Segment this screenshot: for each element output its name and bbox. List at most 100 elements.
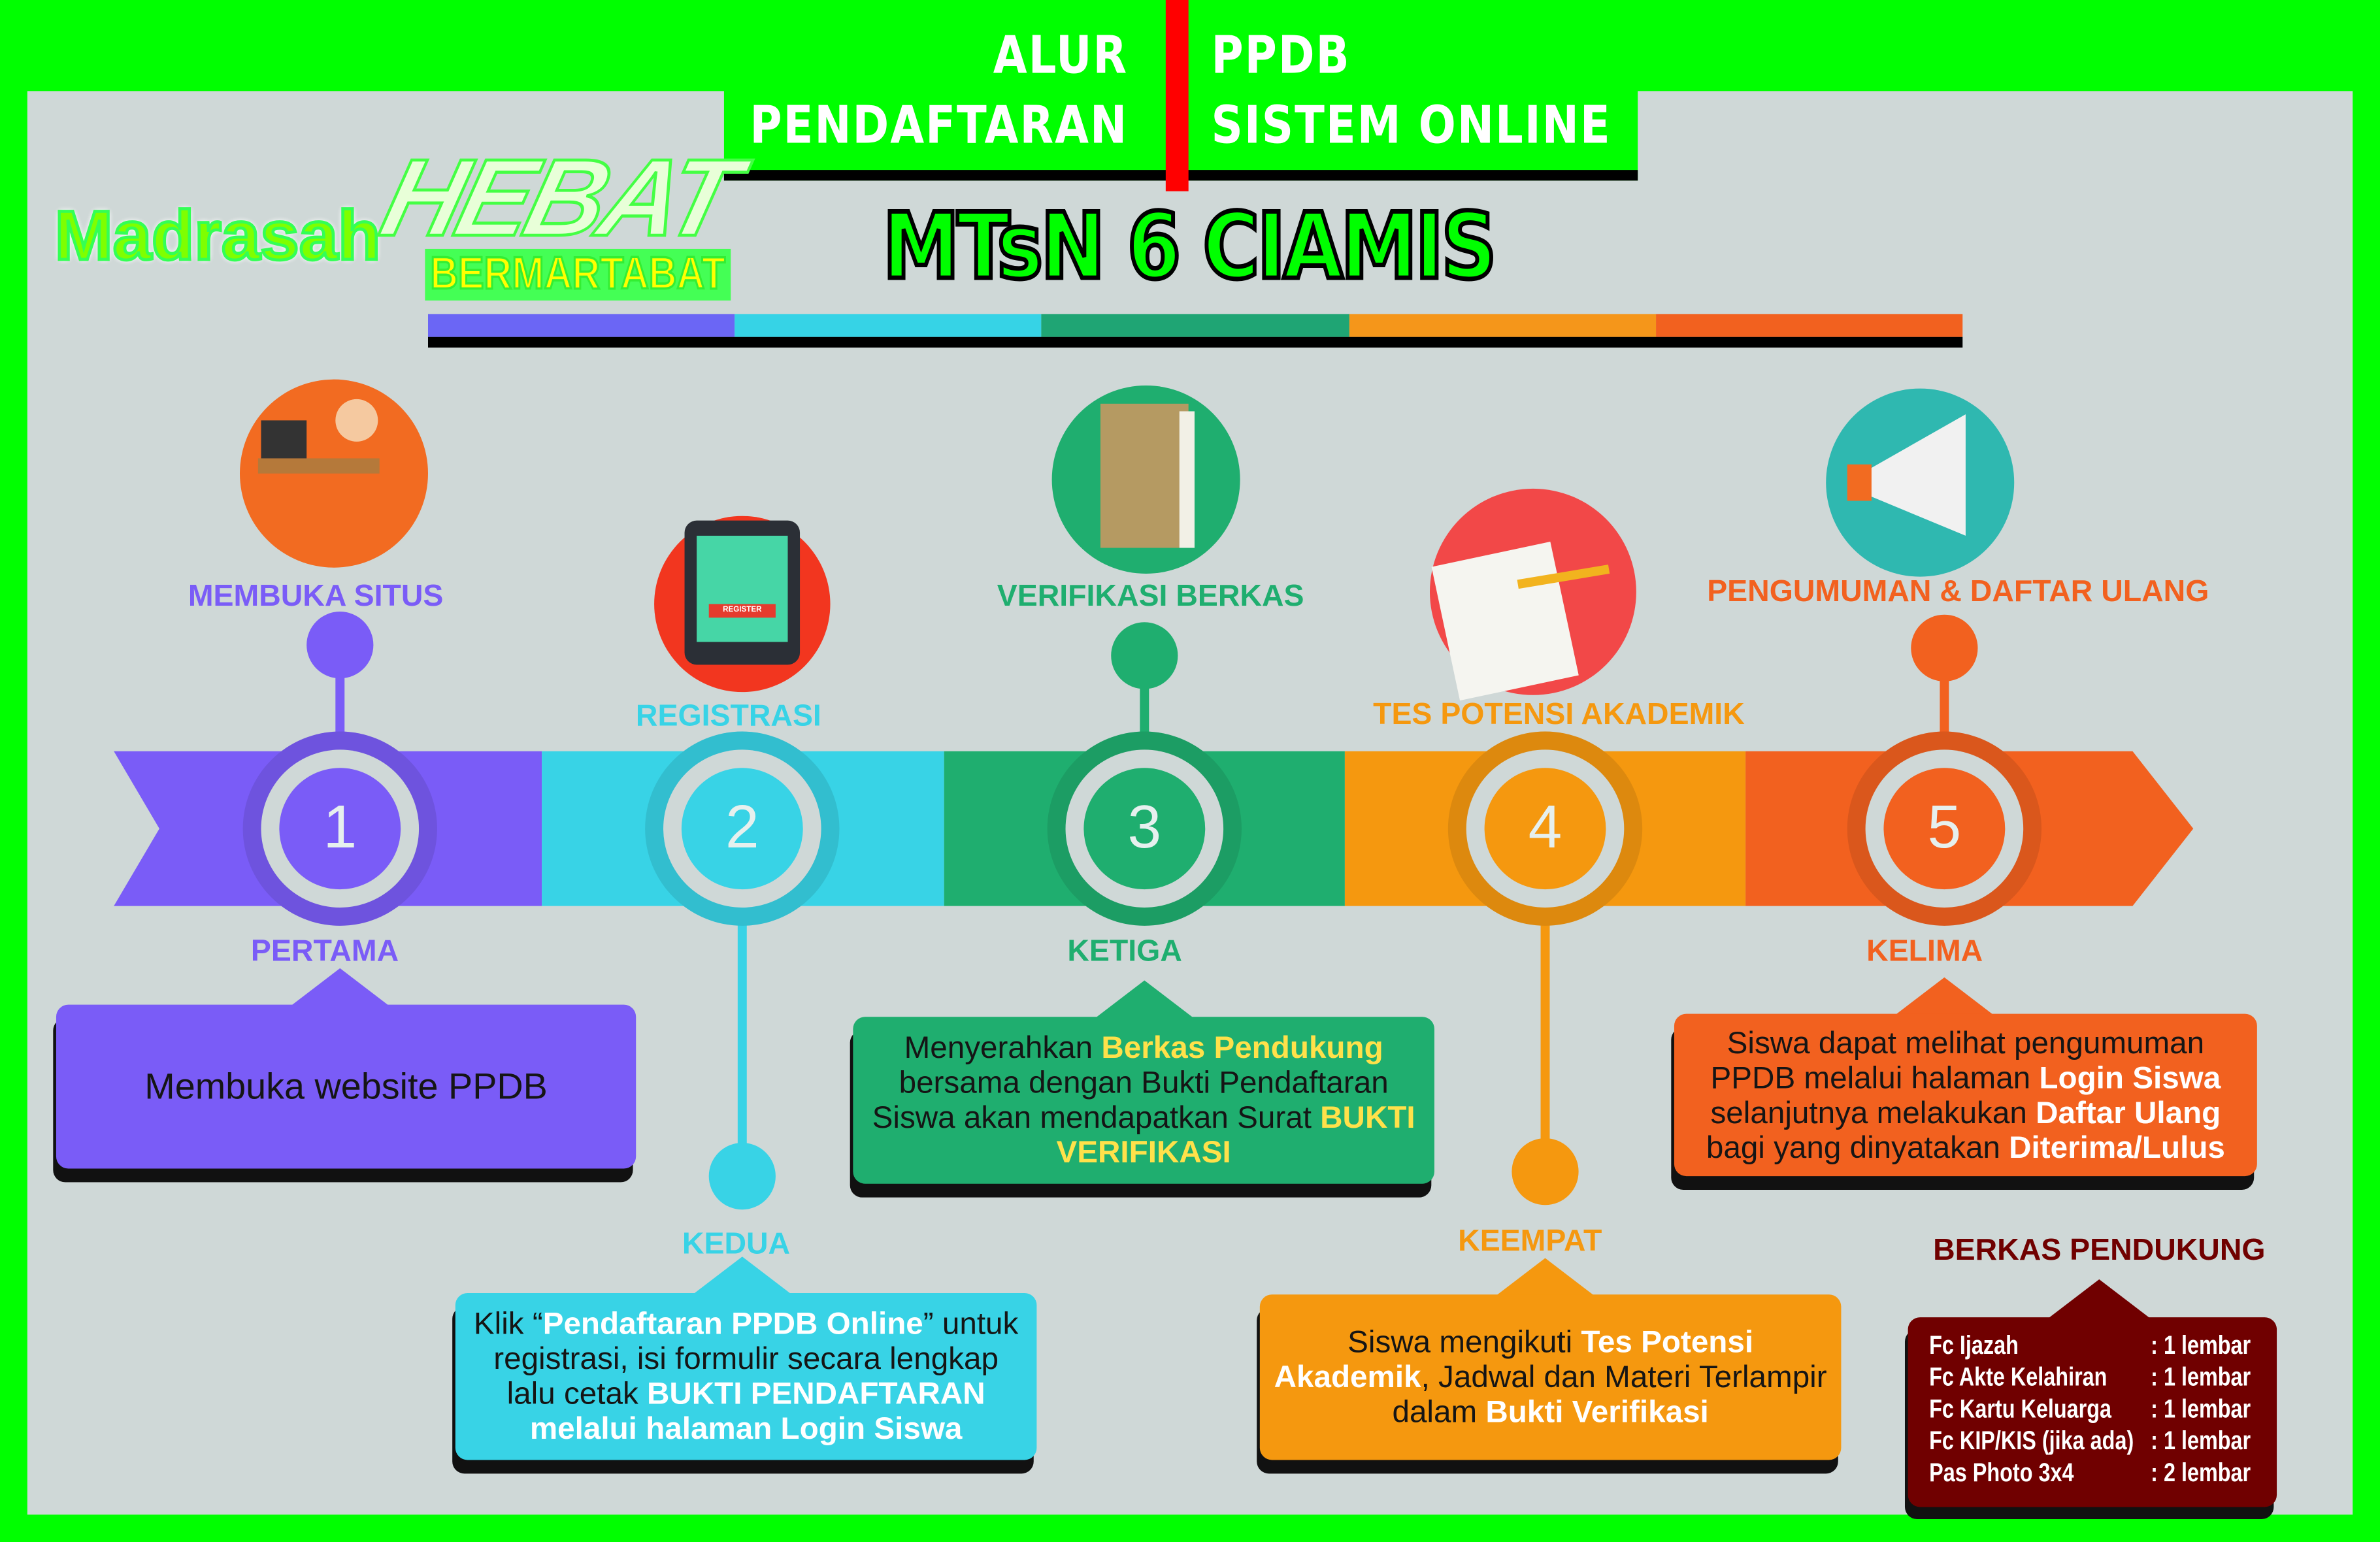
step-ordinal: KELIMA: [1866, 934, 1983, 968]
step-number: 4: [1528, 794, 1562, 862]
body-text: ” untuk registrasi, isi formulir secara …: [493, 1306, 1019, 1412]
description-text: Klik “Pendaftaran PPDB Online” untuk reg…: [455, 1307, 1037, 1447]
color-segment: [428, 314, 735, 337]
person-head-icon: [335, 399, 378, 442]
folder-icon: [1100, 403, 1189, 548]
berkas-item-name: Fc Ijazah: [1929, 1331, 2019, 1360]
logo-word: Madrasah: [53, 194, 382, 276]
header-line: PENDAFTARAN: [749, 95, 1128, 157]
step-number: 1: [323, 794, 357, 862]
megaphone-body-icon: [1866, 414, 1966, 536]
megaphone-handle-icon: [1847, 464, 1872, 501]
step-ordinal: KEEMPAT: [1458, 1224, 1602, 1258]
step-title: PENGUMUMAN & DAFTAR ULANG: [1707, 575, 2209, 609]
step-ordinal: KEDUA: [682, 1228, 791, 1262]
step-description: Klik “Pendaftaran PPDB Online” untuk reg…: [455, 1292, 1037, 1460]
berkas-item-qty: : 1 lembar: [2151, 1394, 2251, 1424]
berkas-item-qty: : 1 lembar: [2151, 1331, 2251, 1360]
highlight-text: Tes Potensi Akademik: [1274, 1324, 1754, 1395]
step-circle-inner: [1883, 768, 2006, 890]
berkas-item-qty: : 1 lembar: [2151, 1362, 2251, 1392]
header-line: ALUR: [993, 25, 1128, 87]
body-text: , Jadwal dan Materi Terlampir dalam: [1392, 1360, 1827, 1430]
color-segment: [1655, 314, 1963, 337]
header-line: SISTEM ONLINE: [1211, 95, 1611, 157]
step-description: Siswa dapat melihat pengumuman PPDB mela…: [1674, 1013, 2257, 1177]
berkas-item: Fc Akte Kelahiran : 1 lembar: [1929, 1362, 2251, 1393]
header-banner: ALUR PENDAFTARAN PPDB SISTEM ONLINE: [723, 0, 1638, 191]
color-segment: [1042, 314, 1349, 337]
step-circle-inner: [1083, 768, 1206, 890]
step-circle-inner: [279, 768, 401, 890]
berkas-item-name: Pas Photo 3x4: [1929, 1458, 2074, 1488]
tablet-screen-icon: [697, 535, 788, 642]
step-description: Menyerahkan Berkas Pendukung bersama den…: [853, 1017, 1434, 1184]
pencil-icon: [1517, 565, 1610, 589]
header-line: PPDB: [1211, 25, 1351, 87]
step-ordinal: KETIGA: [1067, 934, 1182, 968]
color-segment: [1348, 314, 1656, 337]
connector-dot: [708, 1142, 776, 1210]
berkas-item-name: Fc Akte Kelahiran: [1929, 1362, 2107, 1392]
berkas-item-name: Fc KIP/KIS (jika ada): [1929, 1426, 2134, 1456]
berkas-item-name: Fc Kartu Keluarga: [1929, 1394, 2112, 1424]
highlight-text: Login Siswa: [2039, 1060, 2221, 1095]
header-right: PPDB SISTEM ONLINE: [1212, 22, 1611, 161]
connector-dot: [1512, 1138, 1579, 1206]
highlight-text: Daftar Ulang: [2036, 1094, 2221, 1130]
berkas-item: Fc Kartu Keluarga : 1 lembar: [1929, 1394, 2251, 1425]
step-title: VERIFIKASI BERKAS: [997, 580, 1304, 614]
school-name: MTsN 6 CIAMIS: [881, 192, 1499, 303]
madrasah-hebat-logo: Madrasah HEBAT BERMARTABAT: [53, 137, 769, 306]
description-pointer: [288, 968, 392, 1008]
berkas-pointer: [2047, 1279, 2151, 1319]
step-title: MEMBUKA SITUS: [188, 580, 444, 614]
paper-icon: [1179, 411, 1195, 548]
description-text: Menyerahkan Berkas Pendukung bersama den…: [853, 1030, 1434, 1170]
highlight-text: Pendaftaran PPDB Online: [542, 1306, 923, 1342]
body-text: Membuka website PPDB: [144, 1066, 548, 1107]
step-circle-inner: [1484, 768, 1606, 890]
berkas-item: Pas Photo 3x4 : 2 lembar: [1929, 1458, 2251, 1488]
step-description: Siswa mengikuti Tes Potensi Akademik, Ja…: [1259, 1294, 1842, 1460]
body-text: Siswa dapat melihat pengumuman PPDB mela…: [1710, 1025, 2205, 1095]
connector-dot: [306, 612, 374, 679]
body-text: Klik “: [473, 1306, 543, 1342]
body-text: bersama dengan Bukti Pendaftaran Siswa a…: [872, 1065, 1389, 1136]
description-pointer: [1892, 977, 1996, 1017]
logo-word: BERMARTABAT: [425, 248, 731, 301]
berkas-item-qty: : 1 lembar: [2151, 1426, 2251, 1456]
berkas-item: Fc Ijazah : 1 lembar: [1929, 1331, 2251, 1361]
description-pointer: [1493, 1258, 1597, 1298]
body-text: selanjutnya melakukan: [1710, 1094, 2036, 1130]
body-text: Siswa mengikuti: [1347, 1324, 1581, 1360]
step-ordinal: PERTAMA: [250, 934, 399, 968]
step-title: TES POTENSI AKADEMIK: [1373, 698, 1745, 732]
berkas-title: BERKAS PENDUKUNG: [1933, 1234, 2266, 1268]
berkas-item: Fc KIP/KIS (jika ada) : 1 lembar: [1929, 1426, 2251, 1456]
description-pointer: [690, 1256, 794, 1296]
color-segment: [735, 314, 1042, 337]
step-number: 2: [725, 794, 759, 862]
highlight-text: Diterima/Lulus: [2009, 1130, 2225, 1165]
connector-dot: [1111, 622, 1178, 689]
connector-dot: [1911, 614, 1978, 681]
body-text: Menyerahkan: [904, 1030, 1102, 1066]
highlight-text: Berkas Pendukung: [1101, 1030, 1383, 1066]
description-text: Siswa mengikuti Tes Potensi Akademik, Ja…: [1260, 1325, 1842, 1430]
description-text: Siswa dapat melihat pengumuman PPDB mela…: [1674, 1025, 2257, 1165]
highlight-text: Bukti Verifikasi: [1485, 1394, 1709, 1430]
step-description: Membuka website PPDB: [56, 1004, 636, 1169]
berkas-item-qty: : 2 lembar: [2151, 1458, 2251, 1488]
step-circle-inner: [681, 768, 803, 890]
register-button-icon: [708, 604, 776, 618]
berkas-list: Fc Ijazah : 1 lembar Fc Akte Kelahiran : 1 …: [1908, 1317, 2277, 1507]
step-number: 3: [1127, 794, 1162, 862]
header-divider: [1165, 0, 1189, 191]
body-text: bagi yang dinyatakan: [1706, 1130, 2009, 1165]
description-pointer: [1093, 980, 1197, 1020]
monitor-icon: [261, 420, 307, 459]
highlight-text: BUKTI PENDAFTARAN melalui halaman Login …: [529, 1376, 985, 1447]
